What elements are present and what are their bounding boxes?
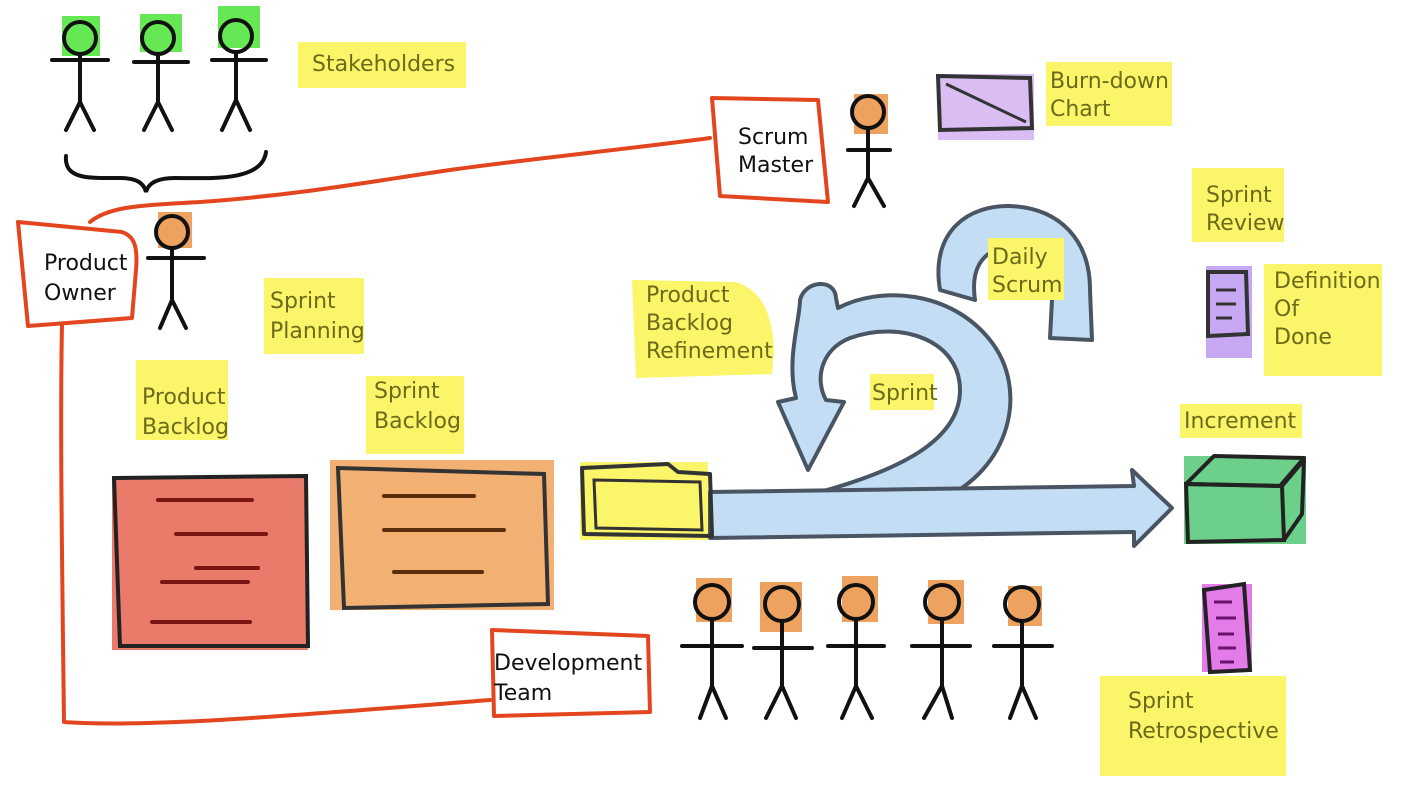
- team-connector-line: [59, 136, 712, 726]
- definition-of-done-highlight: [1264, 264, 1382, 376]
- daily-scrum-label: Daily Scrum: [992, 245, 1062, 298]
- sprint-backlog-label: Sprint Backlog: [374, 379, 461, 434]
- burndown-chart-icon: [935, 73, 1035, 140]
- stakeholder-figures: [50, 6, 268, 193]
- scrum-master-label: Scrum Master: [738, 125, 815, 178]
- increment-highlight: [1180, 404, 1302, 438]
- refinement-highlight: [632, 280, 774, 378]
- product-backlog-highlight: [136, 360, 228, 440]
- stakeholders-label: Stakeholders: [312, 52, 455, 77]
- stakeholders-brace: [63, 150, 268, 193]
- stakeholder-figure: [50, 16, 110, 132]
- daily-scrum-highlight: [988, 238, 1064, 300]
- definition-of-done-label: Definition Of Done: [1274, 269, 1388, 350]
- developer-figure: [826, 576, 886, 720]
- development-team-box: [490, 628, 652, 718]
- product-backlog-board: [111, 473, 311, 650]
- development-team-figures: [680, 576, 1054, 720]
- product-owner-box: [16, 220, 139, 328]
- development-team-label: Development Team: [493, 651, 649, 706]
- increment-label: Increment: [1184, 409, 1297, 434]
- product-owner-label: Product Owner: [44, 251, 135, 306]
- retrospective-document: [1201, 581, 1253, 675]
- burndown-label: Burn-down Chart: [1050, 69, 1176, 122]
- product-owner-figure: [146, 212, 206, 330]
- scrum-master-box: [710, 96, 830, 204]
- sprint-label: Sprint: [872, 381, 938, 406]
- increment-cube: [1183, 454, 1306, 545]
- product-backlog-label: Product Backlog: [142, 385, 233, 440]
- sprint-planning-highlight: [264, 278, 364, 354]
- developer-figure: [910, 580, 972, 720]
- sprint-review-label: Sprint Review: [1206, 183, 1285, 236]
- sprint-backlog-folder: [580, 462, 714, 540]
- stakeholders-highlight: [298, 42, 466, 88]
- stakeholder-figure: [132, 14, 190, 132]
- developer-figure: [680, 578, 744, 720]
- retrospective-label: Sprint Retrospective: [1128, 689, 1279, 744]
- stakeholder-figure: [210, 6, 268, 132]
- developer-figure: [752, 582, 814, 720]
- burndown-highlight: [1046, 62, 1172, 126]
- scrum-master-figure: [846, 94, 892, 208]
- sprint-review-highlight: [1192, 168, 1284, 242]
- sprint-backlog-board: [330, 460, 554, 611]
- sprint-main-arrow: [708, 468, 1174, 548]
- refinement-label: Product Backlog Refinement: [646, 283, 773, 364]
- retrospective-highlight: [1100, 676, 1286, 776]
- developer-figure: [992, 585, 1054, 720]
- sprint-loop-arrow: [776, 282, 1013, 502]
- sprint-backlog-highlight: [366, 376, 464, 454]
- sprint-planning-label: Sprint Planning: [270, 289, 365, 344]
- sprint-highlight: [870, 374, 934, 410]
- definition-of-done-icon: [1206, 266, 1252, 358]
